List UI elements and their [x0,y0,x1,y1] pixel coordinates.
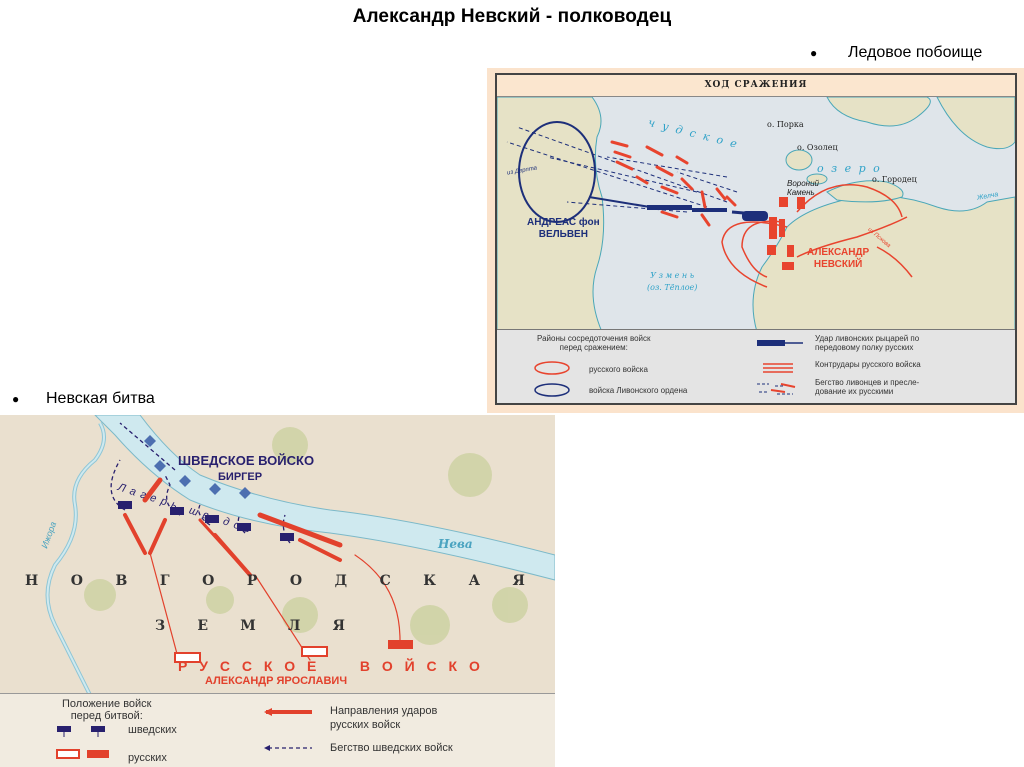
place-ozolets: о. Озолец [797,143,838,152]
legend-swedish: шведских [128,724,177,736]
ice-battle-map: ХОД СРАЖЕНИЯ [487,68,1024,413]
slide-title: Александр Невский - полководец [352,6,672,27]
legend-swedish-flight: Бегство шведских войск [330,742,453,754]
label-russian-army: Р У С С К О Е В О Й С К О [178,658,484,674]
legend-russian-area-icon [534,361,570,397]
battle-terrain-graphic [45,415,555,695]
bullet-label: Ледовое побоище [848,44,983,61]
legend-counterstrikes: Контрудары русского войска [815,360,921,369]
place-gorodets: о. Городец [872,175,917,184]
legend-arrows-icons [757,340,803,395]
map-frame: ХОД СРАЖЕНИЯ [495,73,1017,405]
lake-label-ozero: о з е р о [817,162,882,175]
legend-livonian-area: войска Ливонского ордена [589,386,688,395]
label-birger: БИРГЕР [218,471,263,483]
bullet-neva-battle: ● Невская битва [12,390,155,408]
map-header: ХОД СРАЖЕНИЯ [497,75,1015,97]
bullet-dot-icon: ● [12,392,20,406]
battle-terrain-graphic [497,97,1015,332]
label-swedish-army: ШВЕДСКОЕ ВОЙСКО [178,453,315,468]
neva-battle-map: ШВЕДСКОЕ ВОЙСКО БИРГЕР Лагерь шведов Нев… [0,415,555,767]
legend-russian-area: русского войска [589,365,648,374]
label-alexander-yaroslavich: АЛЕКСАНДР ЯРОСЛАВИЧ [205,675,348,687]
bullet-ice-battle: ● Ледовое побоище [810,44,982,62]
legend-position-icons [56,726,109,759]
legend-russian: русских [128,752,167,764]
legend-arrow-icons [264,708,312,751]
bullet-dot-icon: ● [810,46,818,60]
river-neva: Нева [438,537,473,551]
legend-flight: Бегство ливонцев и пресле-дование их рус… [815,378,920,396]
place-porka: о. Порка [767,120,804,129]
lake-label-uzmen: У з м е н ь(оз. Тёплое) [647,271,698,292]
bullet-label: Невская битва [46,390,155,407]
